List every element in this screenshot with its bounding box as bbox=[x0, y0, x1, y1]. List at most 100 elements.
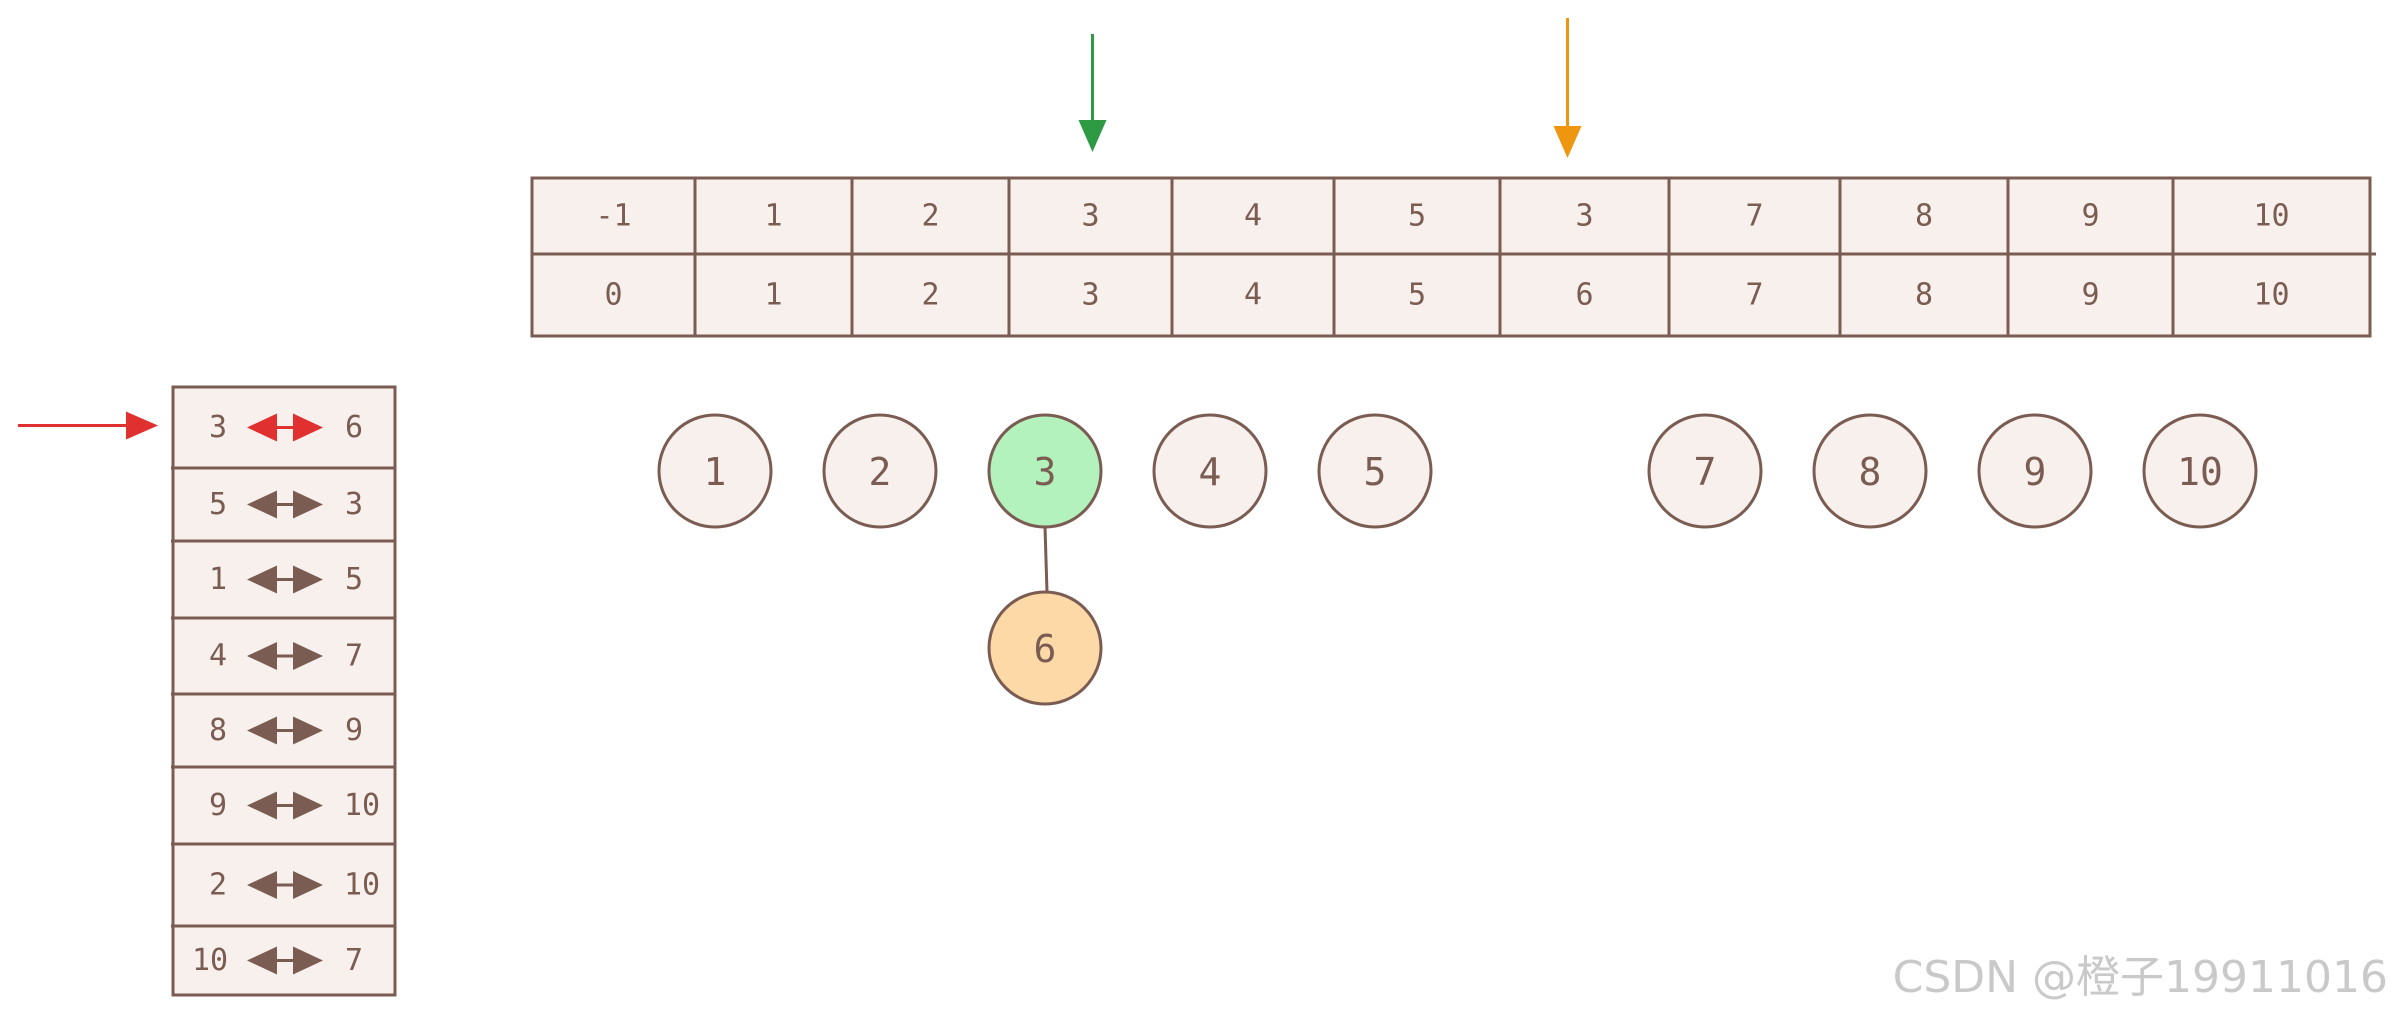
double-arrow-icon bbox=[247, 871, 323, 899]
double-arrow-icon bbox=[247, 642, 323, 670]
node-label: 8 bbox=[1859, 450, 1882, 494]
array-bottom-cell: 6 bbox=[1575, 278, 1593, 313]
node-label: 1 bbox=[704, 450, 727, 494]
pair-row: 2 10 bbox=[209, 868, 380, 903]
array-bottom-cell: 9 bbox=[2081, 278, 2099, 313]
pair-right-value: 7 bbox=[345, 639, 363, 674]
arrow-head bbox=[126, 411, 158, 440]
arrow-head-right bbox=[293, 565, 323, 594]
pair-row: 10 7 bbox=[192, 943, 363, 978]
node-label: 2 bbox=[869, 450, 892, 494]
node-circle bbox=[987, 413, 1103, 529]
arrow-head-right bbox=[293, 946, 323, 975]
array-top-cell: 1 bbox=[764, 199, 782, 234]
pair-left-value: 5 bbox=[209, 487, 227, 522]
tree-edge bbox=[1043, 526, 1049, 593]
arrow-head bbox=[1553, 126, 1582, 158]
pair-left-value: 9 bbox=[209, 788, 227, 823]
pair-right-value: 9 bbox=[345, 713, 363, 748]
array-pointers bbox=[1078, 18, 1582, 158]
node-label: 10 bbox=[2177, 450, 2223, 494]
array-bottom-cell: 7 bbox=[1745, 278, 1763, 313]
arrow-head-left bbox=[247, 490, 277, 519]
array-bottom-cell: 3 bbox=[1081, 278, 1099, 313]
node-label: 5 bbox=[1364, 450, 1387, 494]
pair-left-value: 3 bbox=[209, 410, 227, 445]
array-top-cell: 9 bbox=[2081, 199, 2099, 234]
pair-right-value: 3 bbox=[345, 487, 363, 522]
array-bottom-cell: 4 bbox=[1244, 278, 1262, 313]
array-bottom-cell: 10 bbox=[2253, 278, 2289, 313]
array-bottom-cell: 5 bbox=[1408, 278, 1426, 313]
arrow-head-left bbox=[247, 642, 277, 670]
array-bottom-cell: 0 bbox=[604, 278, 622, 313]
double-arrow-icon bbox=[247, 413, 323, 442]
pair-left-value: 8 bbox=[209, 713, 227, 748]
orange-pointer-arrow-icon bbox=[1553, 18, 1582, 158]
pair-left-value: 4 bbox=[209, 639, 227, 674]
red-pointer-arrow-icon bbox=[18, 411, 158, 440]
double-arrow-icon bbox=[247, 490, 323, 519]
double-arrow-icon bbox=[247, 791, 323, 820]
pair-right-value: 5 bbox=[345, 562, 363, 597]
node-circle bbox=[657, 413, 773, 529]
array-top-cell: 8 bbox=[1915, 199, 1933, 234]
array-bottom-cell: 8 bbox=[1915, 278, 1933, 313]
arrow-head-left bbox=[247, 716, 277, 745]
arrow-head-left bbox=[247, 946, 277, 975]
pair-row: 9 10 bbox=[209, 788, 380, 823]
node-circle bbox=[2142, 413, 2258, 529]
node-circle bbox=[1317, 413, 1433, 529]
parent-array: -1 1 2 3 4 5 3 7 8 9 10 0 1 2 3 4 5 6 7 8 9 10 bbox=[530, 176, 2376, 338]
arrow-head-left bbox=[247, 871, 277, 899]
array-top-cell: 2 bbox=[921, 199, 939, 234]
array-bottom-cell: 1 bbox=[764, 278, 782, 313]
pair-left-value: 10 bbox=[192, 943, 228, 978]
array-top-cell: 7 bbox=[1745, 199, 1763, 234]
arrow-head-right bbox=[293, 716, 323, 745]
array-frame bbox=[530, 176, 2372, 338]
arrow-head-right bbox=[293, 642, 323, 670]
arrow-head-left bbox=[247, 565, 277, 594]
arrow-head bbox=[1078, 120, 1107, 152]
array-top-cell: 3 bbox=[1081, 199, 1099, 234]
pair-right-value: 7 bbox=[345, 943, 363, 978]
pair-left-value: 1 bbox=[209, 562, 227, 597]
node-label: 9 bbox=[2024, 450, 2047, 494]
double-arrow-icon bbox=[247, 716, 323, 745]
pair-list-frame bbox=[171, 385, 397, 997]
node-circle bbox=[822, 413, 938, 529]
node-circle bbox=[1812, 413, 1928, 529]
child-node-label: 6 bbox=[1034, 627, 1057, 671]
green-pointer-arrow-icon bbox=[1078, 34, 1107, 152]
array-bottom-cell: 2 bbox=[921, 278, 939, 313]
array-top-cell: 3 bbox=[1575, 199, 1593, 234]
double-arrow-icon bbox=[247, 946, 323, 975]
pair-left-value: 2 bbox=[209, 868, 227, 903]
pair-right-value: 10 bbox=[344, 868, 380, 903]
pair-right-value: 6 bbox=[345, 410, 363, 445]
array-top-cell: 10 bbox=[2253, 199, 2289, 234]
array-top-cell: -1 bbox=[595, 199, 631, 234]
arrow-head-right bbox=[293, 413, 323, 442]
arrow-head-left bbox=[247, 791, 277, 820]
node-label: 3 bbox=[1034, 450, 1057, 494]
node-circle bbox=[1152, 413, 1268, 529]
arrow-head-right bbox=[293, 871, 323, 899]
arrow-head-right bbox=[293, 490, 323, 519]
array-top-cell: 4 bbox=[1244, 199, 1262, 234]
array-top-cell: 5 bbox=[1408, 199, 1426, 234]
watermark-text: CSDN @橙子19911016 bbox=[1893, 952, 2388, 1003]
arrow-head-left bbox=[247, 413, 277, 442]
arrow-head-right bbox=[293, 791, 323, 820]
node-circle bbox=[1977, 413, 2093, 529]
pair-right-value: 10 bbox=[344, 788, 380, 823]
